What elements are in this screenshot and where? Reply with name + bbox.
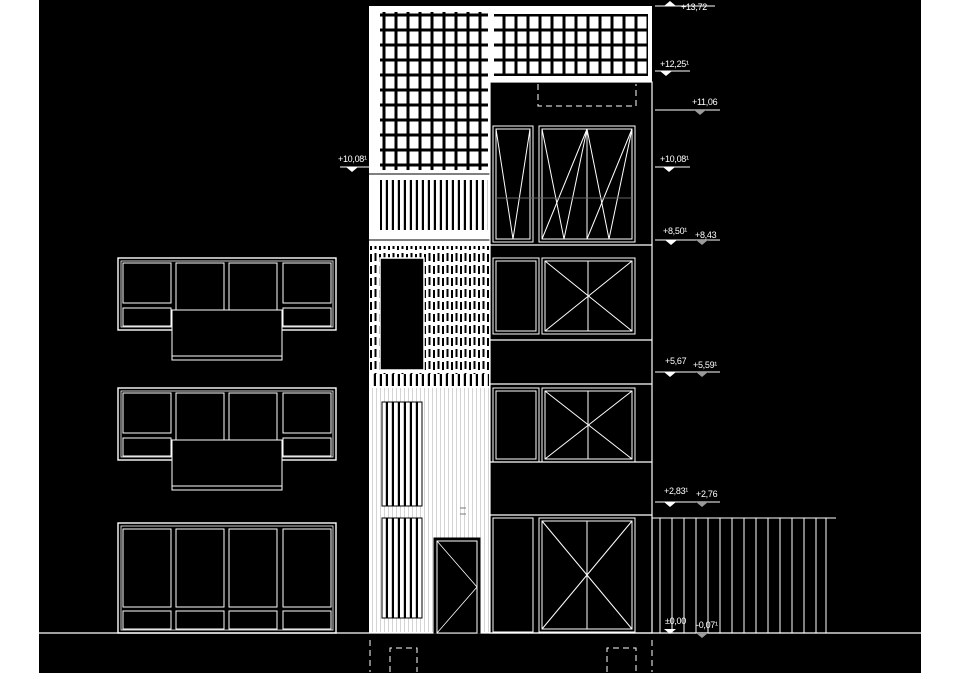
level-label: +8,50¹ [663,226,687,236]
grid-screen-upper [380,12,488,170]
level-marker: +13,72 [655,1,715,12]
slat-window-2 [381,517,423,619]
level-label: -0,07¹ [696,620,718,630]
level-marker: +11,06 [655,97,720,115]
neighbour-window-middle [117,387,337,491]
foundation-outline [369,640,653,672]
neighbour-window-ground [117,522,337,634]
level-marker: +10,08¹ [655,154,690,172]
slat-window-1 [381,401,423,507]
level-marker: ±0,00 -0,07¹ [664,616,718,638]
level-marker: +12,25¹ [655,59,690,76]
level-label: +10,08¹ [338,154,367,164]
level-label: ±0,00 [665,616,686,626]
entrance-door [433,537,481,634]
level-label: +8,43 [695,230,717,240]
small-marks [460,507,466,515]
neighbour-window-upper [117,257,337,361]
level-label: +2,83¹ [664,486,688,496]
level-label: +13,72 [681,2,707,12]
facade-right-column [369,6,653,672]
level-label: +2,76 [696,489,718,499]
window-level-1 [492,387,636,463]
brick-band-footer [370,374,489,386]
window-level-3 [492,125,636,243]
level-label: +5,67 [665,356,687,366]
fence-right [652,517,836,633]
level-label: +10,08¹ [660,154,689,164]
level-marker: +5,67 +5,59¹ [655,356,720,377]
level-label: +11,06 [692,97,718,107]
level-label: +5,59¹ [693,360,717,370]
window-ground [492,517,636,633]
level-marker: +2,83¹ +2,76 [655,486,720,507]
slat-screen-upper [380,180,488,230]
neighbour-building-left [117,257,337,634]
level-markers: +13,72 +12,25¹ +11,06 +10,08¹ +10,08¹ [338,1,720,638]
facade-left-column [369,6,490,634]
roof-dashed-outline [537,84,637,107]
brick-band-window [379,257,425,371]
level-marker: +10,08¹ [338,154,369,172]
level-label: +12,25¹ [660,59,689,69]
level-marker: +8,50¹ +8,43 [655,226,720,245]
window-level-2 [492,257,636,335]
